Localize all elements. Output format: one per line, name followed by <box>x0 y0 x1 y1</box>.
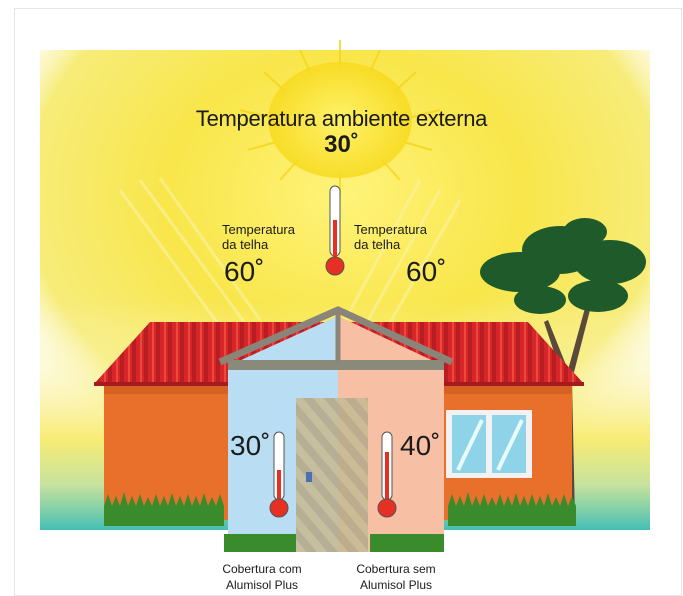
thermometer-roof-icon <box>325 185 345 276</box>
window <box>446 410 532 478</box>
tree-icon <box>480 218 646 520</box>
sun-icon <box>239 40 441 195</box>
thermometer-left-icon <box>269 431 289 518</box>
caption-with-alumisol-line2: Alumisol Plus <box>225 578 299 592</box>
roof-temp-label-right-line1: Temperatura <box>354 222 427 237</box>
door-handle <box>306 472 312 482</box>
caption-without-alumisol-line1: Cobertura sem <box>356 562 436 576</box>
caption-without-alumisol-line2: Alumisol Plus <box>359 578 433 592</box>
roof-temp-label-left: Temperatura da telha <box>222 222 332 252</box>
ceiling-beam <box>228 360 444 370</box>
ambient-title: Temperatura ambiente externa <box>195 106 488 131</box>
roof-temp-label-left-line2: da telha <box>222 237 269 252</box>
caption-with-alumisol-line1: Cobertura com <box>222 562 302 576</box>
caption-with-alumisol: Cobertura com Alumisol Plus <box>207 561 317 593</box>
roof-temp-value-right: 60˚ <box>406 256 447 287</box>
ambient-temp: 30˚ <box>324 131 359 158</box>
thermometer-right-icon <box>377 431 397 518</box>
gable-frame <box>218 306 454 366</box>
roof-temp-label-right-line2: da telha <box>354 237 401 252</box>
caption-without-alumisol: Cobertura sem Alumisol Plus <box>341 561 451 593</box>
room-temp-right: 40˚ <box>400 430 441 461</box>
roof-temp-label-right: Temperatura da telha <box>354 222 464 252</box>
roof-temp-value-left: 60˚ <box>224 256 265 287</box>
sun-rays <box>118 177 462 341</box>
room-temp-left: 30˚ <box>230 430 271 461</box>
grass <box>104 492 576 552</box>
roof-temp-label-left-line1: Temperatura <box>222 222 295 237</box>
